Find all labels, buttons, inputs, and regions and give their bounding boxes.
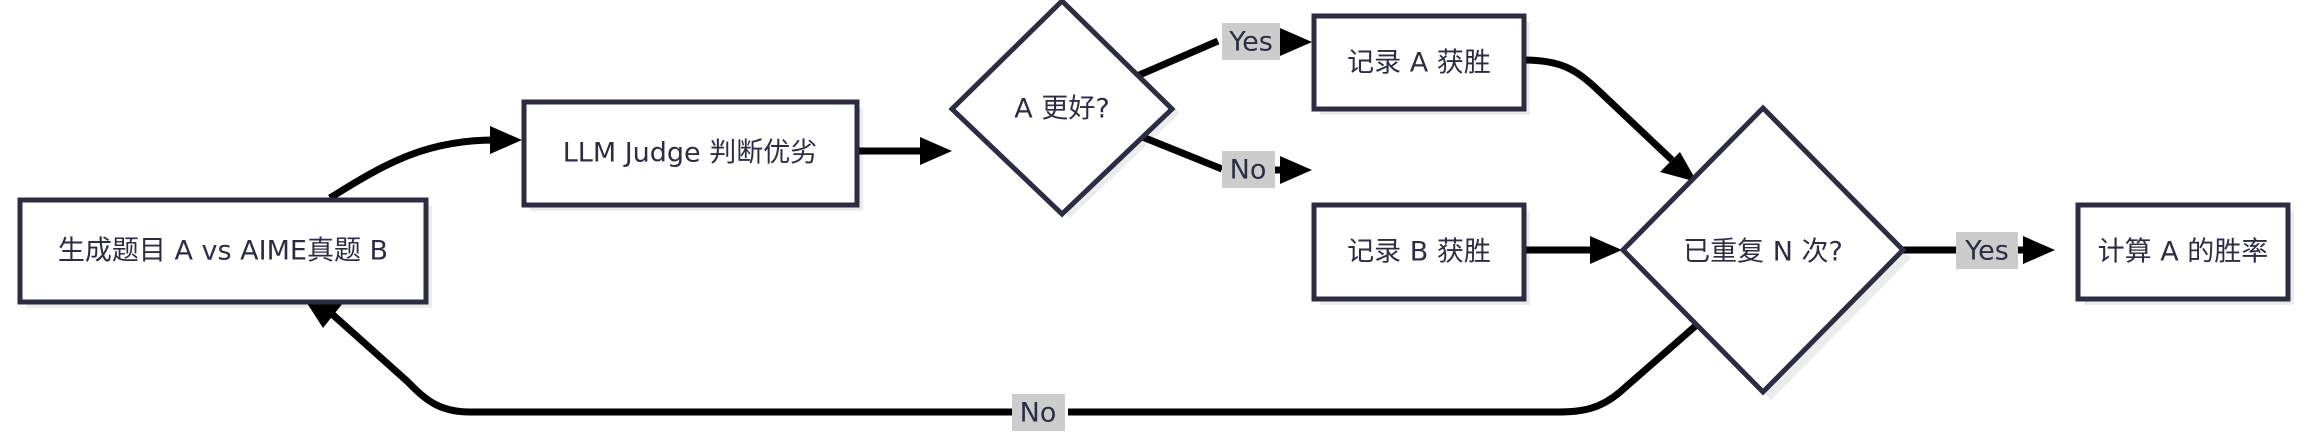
- edge-line-n3-n5-a: [1138, 132, 1224, 173]
- edge-label-no-b: No: [1020, 398, 1057, 429]
- node-shape-n1[interactable]: [17, 197, 429, 305]
- arrow-head-n6-n7: [2023, 236, 2055, 264]
- node-generate-problems[interactable]: 生成题目 A vs AIME真题 B: [17, 197, 429, 305]
- edge-line-n3-n4-a: [1135, 37, 1220, 80]
- edge-line-loop-left: [329, 311, 1012, 416]
- node-label-n2: LLM Judge 判断优劣: [563, 138, 818, 169]
- arrow-head-n3-n5: [1280, 156, 1312, 184]
- node-label-n6: 已重复 N 次?: [1683, 237, 1843, 268]
- edge-n3-to-n4: Yes: [1135, 23, 1312, 80]
- node-shape-n6[interactable]: [1619, 104, 1907, 396]
- node-shape-n3[interactable]: [948, 0, 1176, 218]
- flow-nodes: 生成题目 A vs AIME真题 B LLM Judge 判断优劣 A 更好? …: [17, 0, 2291, 396]
- edge-line-n1-n2: [328, 136, 496, 201]
- edge-label-bg-no-a: [1222, 151, 1275, 188]
- edge-n4-to-n6: [1521, 56, 1697, 182]
- arrow-head-n2-n3: [920, 137, 952, 165]
- node-label-n3: A 更好?: [1014, 94, 1109, 125]
- arrow-head-loop-n1: [305, 300, 343, 328]
- edge-label-bg-yes-a: [1222, 23, 1280, 60]
- node-label-n5: 记录 B 获胜: [1347, 237, 1491, 268]
- node-shape-n2[interactable]: [521, 99, 860, 208]
- edge-n1-to-n2: [328, 126, 522, 201]
- node-shape-n4[interactable]: [1311, 13, 1527, 112]
- arrow-head-n1-n2: [490, 126, 522, 154]
- edge-n5-to-n6: [1522, 236, 1622, 264]
- node-compute-a-winrate[interactable]: 计算 A 的胜率: [2075, 202, 2291, 302]
- edge-n2-to-n3: [855, 137, 952, 165]
- flow-edges: Yes No: [305, 23, 2055, 431]
- node-label-n7: 计算 A 的胜率: [2098, 237, 2269, 268]
- arrow-head-n4-n6: [1660, 152, 1697, 182]
- node-record-a-wins[interactable]: 记录 A 获胜: [1311, 13, 1527, 112]
- edge-n6-to-n7: Yes: [1903, 232, 2055, 269]
- edge-label-no-a: No: [1230, 155, 1267, 186]
- edge-n3-to-n5: No: [1138, 132, 1312, 188]
- edge-line-loop-right: [1068, 319, 1703, 416]
- arrow-head-n5-n6: [1590, 236, 1622, 264]
- arrow-head-n3-n4: [1280, 28, 1312, 56]
- edge-n6-to-n1-loop: No: [305, 300, 1703, 431]
- node-label-n1: 生成题目 A vs AIME真题 B: [58, 236, 388, 267]
- edge-line-n4-n6: [1521, 56, 1675, 163]
- node-is-a-better-decision[interactable]: A 更好?: [948, 0, 1176, 218]
- edge-label-bg-no-b: [1012, 394, 1065, 431]
- edge-label-yes-b: Yes: [1964, 236, 2009, 267]
- node-repeated-n-times-decision[interactable]: 已重复 N 次?: [1619, 104, 1907, 396]
- node-shape-n5[interactable]: [1311, 202, 1527, 302]
- edge-label-bg-yes-b: [1956, 232, 2018, 269]
- edge-label-yes-a: Yes: [1228, 27, 1273, 58]
- node-record-b-wins[interactable]: 记录 B 获胜: [1311, 202, 1527, 302]
- node-label-n4: 记录 A 获胜: [1347, 48, 1491, 79]
- node-llm-judge[interactable]: LLM Judge 判断优劣: [521, 99, 860, 208]
- node-shape-n7[interactable]: [2075, 202, 2291, 302]
